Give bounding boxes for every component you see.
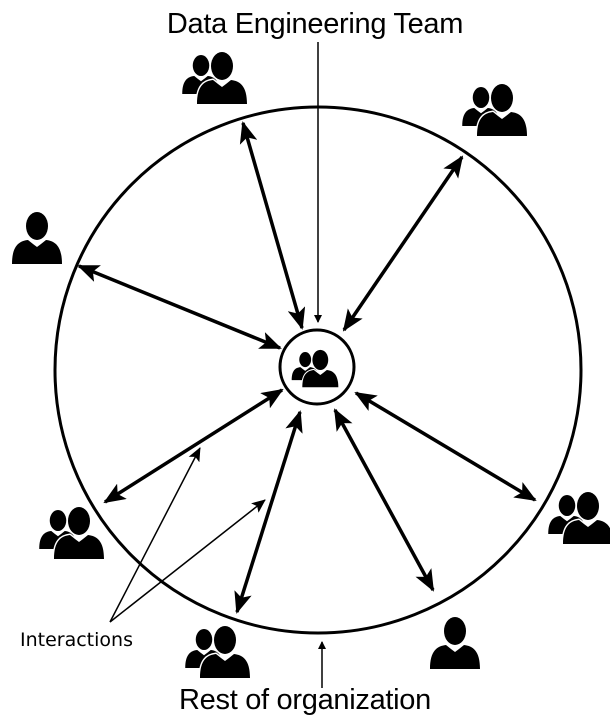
interaction-arrow-3: [79, 266, 280, 348]
team-title: Data Engineering Team: [0, 8, 610, 41]
interaction-arrow-6: [335, 410, 433, 590]
interaction-arrow-5: [237, 412, 300, 612]
group-icon: [462, 84, 527, 136]
person-icon: [12, 212, 62, 264]
interactions-callout-1: [110, 448, 200, 622]
interaction-arrow-1: [243, 123, 302, 328]
interactions-label: Interactions: [20, 629, 133, 651]
interaction-arrow-7: [356, 393, 535, 500]
organization-label: Rest of organization: [0, 684, 610, 717]
team-group-icon: [292, 350, 339, 387]
person-icon: [430, 617, 480, 669]
group-icon: [39, 507, 104, 559]
interaction-arrow-4: [105, 390, 282, 502]
group-icon: [182, 52, 247, 104]
interaction-arrow-2: [344, 157, 462, 330]
interactions-callout-2: [110, 500, 265, 622]
group-icon: [548, 492, 610, 544]
group-icon: [185, 626, 250, 678]
